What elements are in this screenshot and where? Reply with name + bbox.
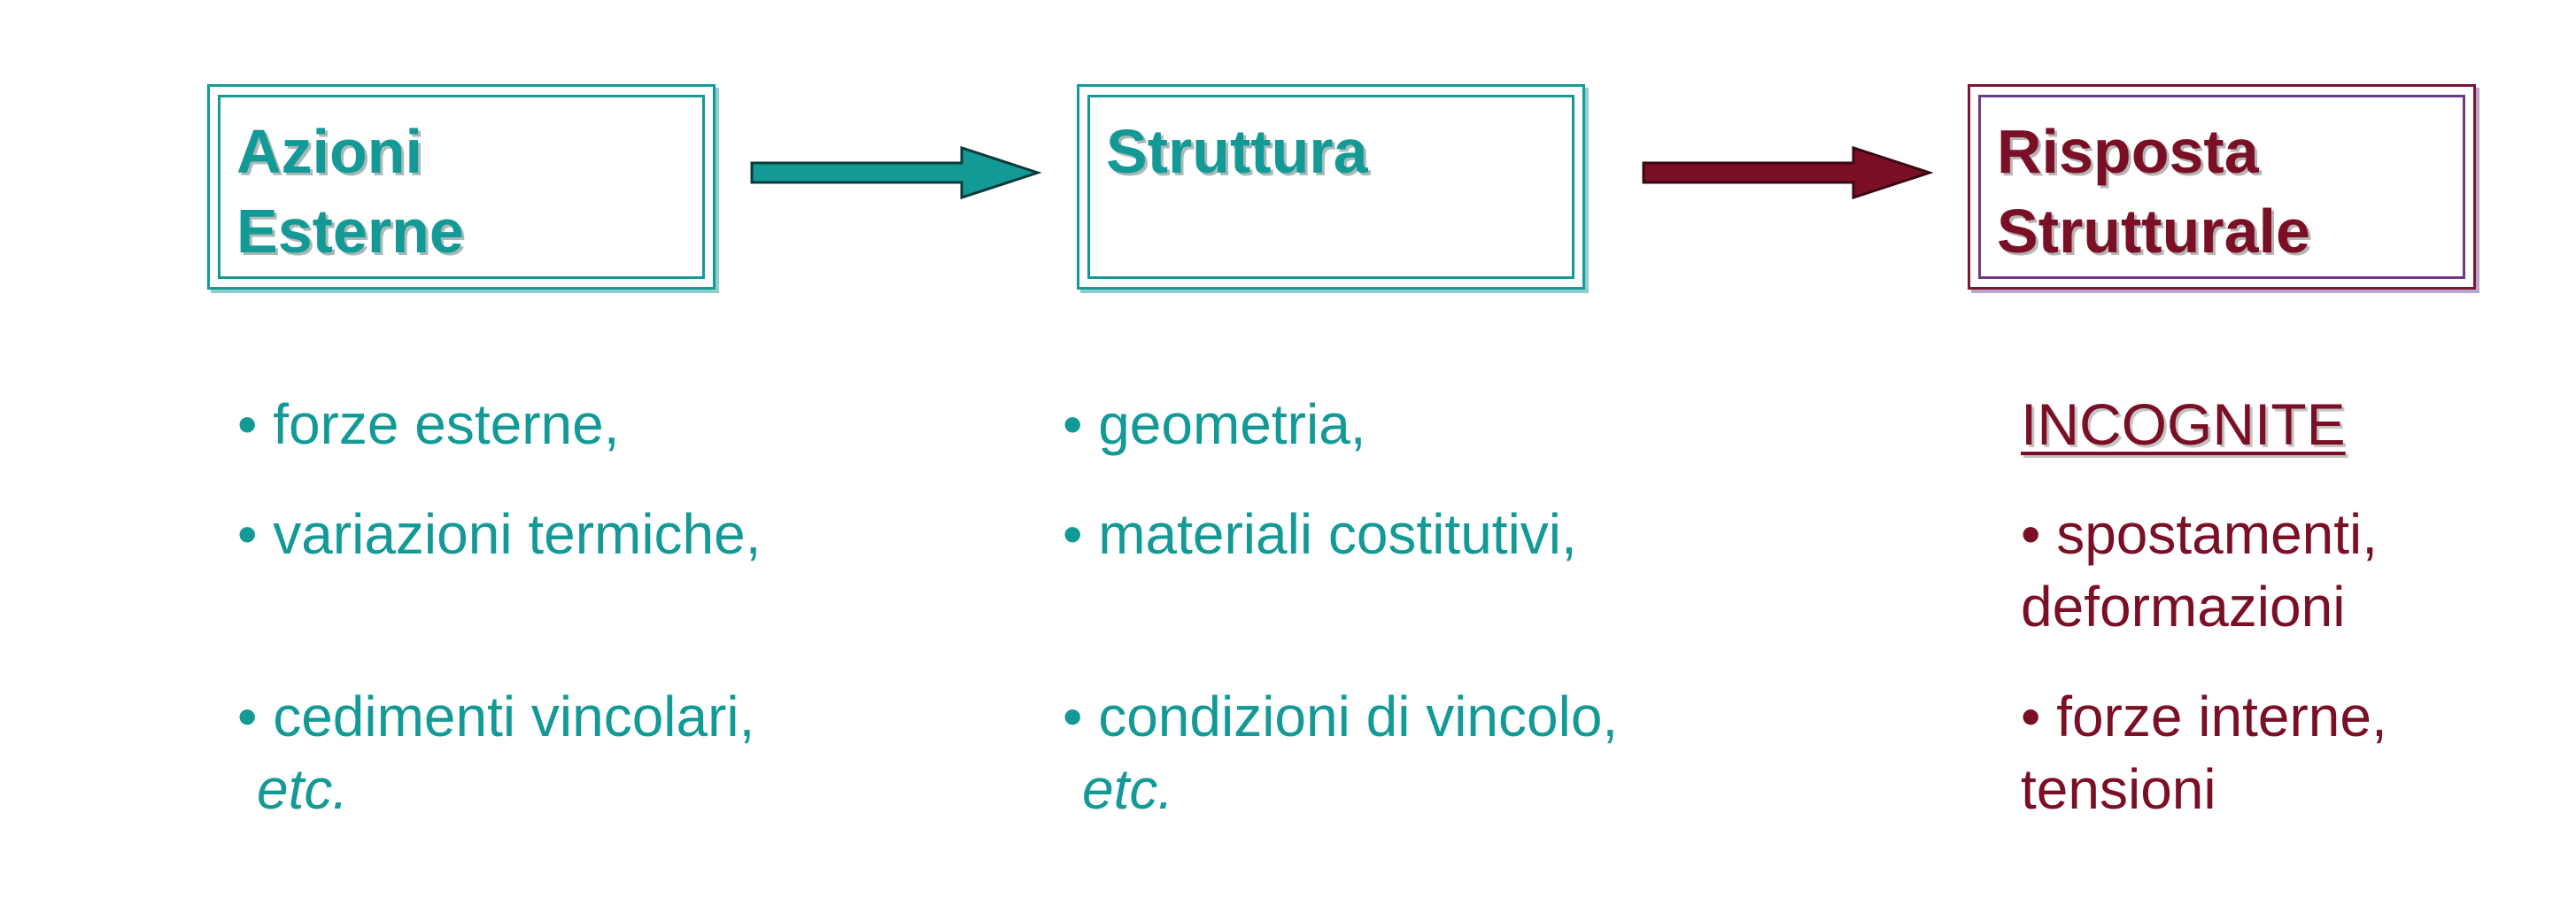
struttura-list: • geometria, • materiali costitutivi, • … xyxy=(1063,388,1789,898)
risposta-strutturale-box: Risposta Strutturale xyxy=(1968,84,2476,290)
etc-label: etc. xyxy=(1082,757,1174,821)
incognite-heading: INCOGNITE xyxy=(2021,391,2346,457)
struttura-inner-frame xyxy=(1087,95,1574,279)
list-item: • materiali costitutivi, xyxy=(1063,502,1577,566)
risposta-strutturale-title: Risposta Strutturale xyxy=(1997,117,2310,266)
azioni-esterne-box: Azioni Esterne xyxy=(207,84,716,290)
risposta-strutturale-inner-frame xyxy=(1978,95,2465,279)
list-item: • condizioni di vincolo, etc. xyxy=(1063,608,1789,898)
wine-arrow-icon xyxy=(1642,145,1933,200)
list-item-text: • cedimenti vincolari, xyxy=(237,685,755,748)
list-item: • forze esterne, xyxy=(237,392,620,456)
list-item: • forze interne, tensioni xyxy=(2021,685,2387,821)
list-item: • spostamenti, deformazioni xyxy=(2021,502,2379,639)
list-item: • variazioni termiche, xyxy=(237,502,762,566)
list-item-text: • condizioni di vincolo, xyxy=(1063,685,1619,748)
azioni-esterne-list: • forze esterne, • variazioni termiche, … xyxy=(237,388,963,898)
list-item: • cedimenti vincolari, etc. xyxy=(237,608,963,898)
azioni-esterne-title: Azioni Esterne xyxy=(236,117,464,266)
list-item: • geometria, xyxy=(1063,392,1366,456)
azioni-esterne-inner-frame xyxy=(218,95,705,279)
etc-label: etc. xyxy=(257,757,349,821)
teal-arrow-icon xyxy=(750,145,1041,200)
risposta-strutturale-list: INCOGNITE • spostamenti, deformazioni • … xyxy=(2021,388,2552,863)
struttura-title: Struttura xyxy=(1106,117,1368,186)
struttura-box: Struttura xyxy=(1077,84,1585,290)
